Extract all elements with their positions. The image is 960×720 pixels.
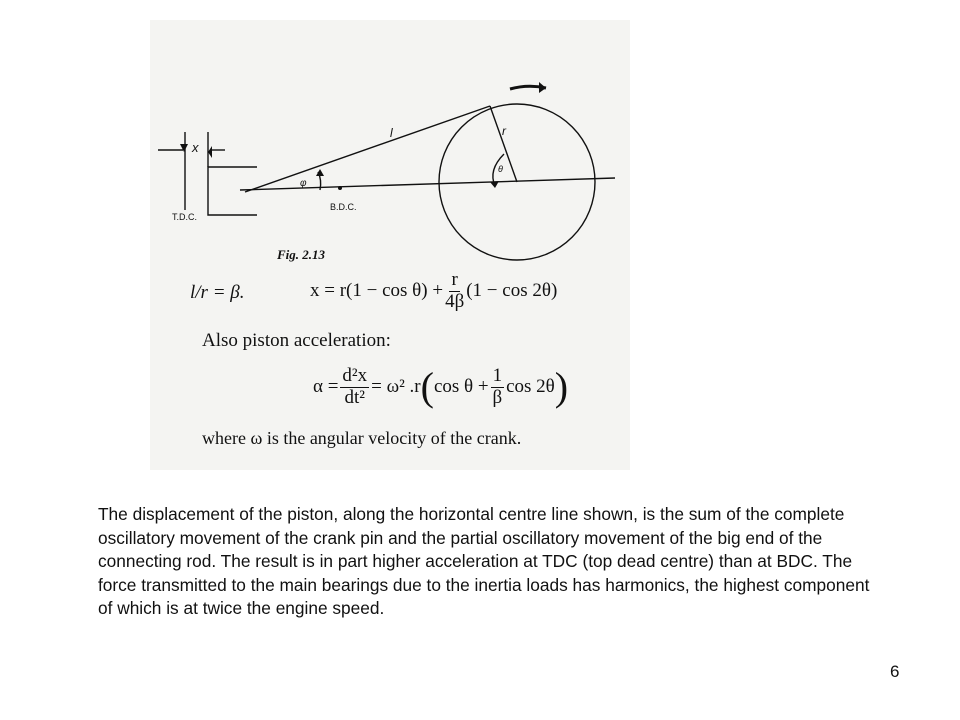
centre-line (239, 177, 616, 191)
r-over-4beta: r 4β (445, 269, 465, 312)
body-paragraph: The displacement of the piston, along th… (98, 504, 870, 619)
label-theta: θ (498, 164, 503, 174)
piston-outline (207, 166, 257, 216)
acceleration-equation: α = d²x dt² = ω² .r ( cos θ + 1 β cos 2θ… (313, 364, 569, 410)
displacement-lhs: x = r(1 − cos θ) + (310, 280, 444, 302)
omega-note: where ω is the angular velocity of the c… (202, 428, 522, 448)
label-r: r (502, 124, 506, 138)
beta-definition: l/r = β. (190, 282, 245, 303)
crank-radius (489, 105, 518, 183)
label-bdc: B.D.C. (330, 202, 357, 212)
slide-number: 6 (890, 662, 900, 681)
label-x: x (192, 140, 199, 155)
acceleration-intro: Also piston acceleration: (202, 330, 391, 351)
displacement-equation: x = r(1 − cos θ) + r 4β (1 − cos 2θ) (310, 269, 558, 313)
crank-circle (438, 103, 596, 261)
label-tdc: T.D.C. (172, 212, 198, 222)
label-l: l (390, 126, 393, 140)
one-over-beta: 1 β (490, 365, 505, 408)
crank-mechanism-diagram (158, 82, 616, 261)
displacement-tail: (1 − cos 2θ) (466, 280, 558, 302)
bdc-marker (338, 186, 342, 190)
d2x-over-dt2: d²x dt² (340, 365, 370, 408)
connecting-rod (244, 105, 491, 193)
label-phi: φ (300, 178, 307, 189)
scanned-figure: x l r θ φ T.D.C. B.D.C. Fig. 2.13 l/r = … (150, 20, 630, 470)
figure-caption: Fig. 2.13 (277, 247, 326, 262)
